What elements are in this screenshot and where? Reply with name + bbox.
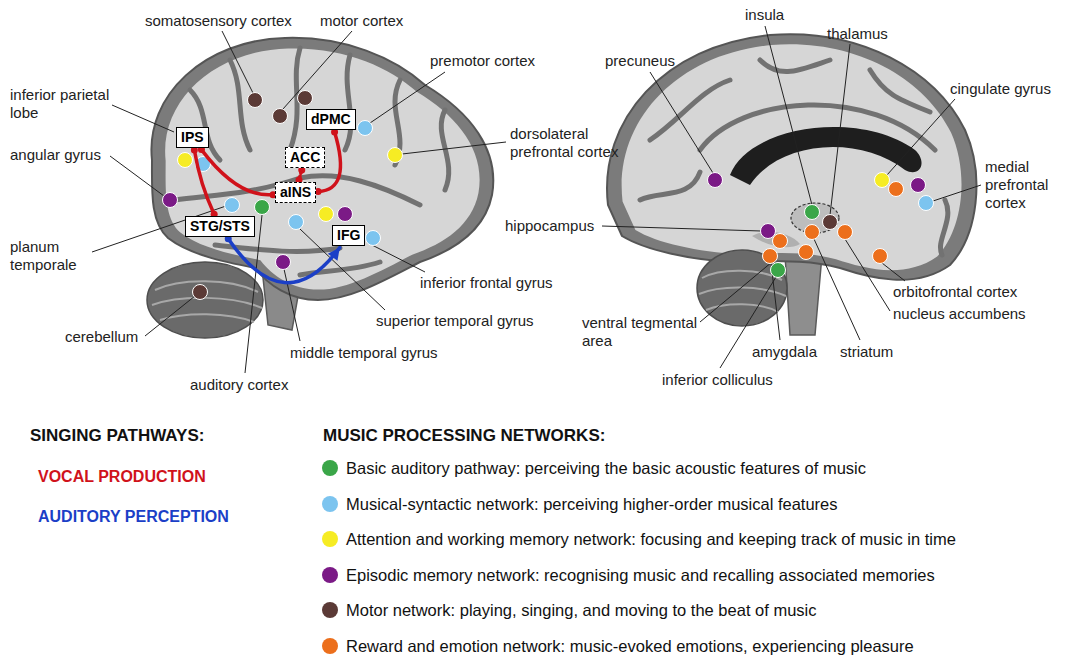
region-box: IFG	[332, 225, 365, 246]
cerebellum-folia	[152, 281, 262, 322]
region-label: ventral tegmental area	[582, 314, 714, 350]
legend-swatch	[322, 460, 338, 476]
corpus-callosum	[730, 127, 922, 185]
region-label: amygdala	[752, 343, 817, 361]
legend-text: Reward and emotion network: music-evoked…	[346, 636, 914, 656]
region-label: thalamus	[827, 25, 888, 43]
legend-swatch	[322, 567, 338, 583]
legend-text: Episodic memory network: recognising mus…	[346, 565, 935, 585]
box-label: STG/STS	[190, 218, 250, 235]
legend-swatch	[322, 531, 338, 547]
region-label: superior temporal gyrus	[376, 312, 534, 330]
region-label: middle temporal gyrus	[290, 344, 438, 362]
legend-swatch	[322, 496, 338, 512]
region-label: medial prefrontal cortex	[985, 158, 1065, 212]
box-label: ACC	[290, 149, 320, 166]
brainstem	[785, 255, 822, 335]
pathway-key: VOCAL PRODUCTION	[38, 468, 206, 486]
cerebrum-outline	[607, 34, 976, 280]
legend-swatch	[322, 602, 338, 618]
legend-text: Basic auditory pathway: perceiving the b…	[346, 458, 866, 478]
region-box: ACC	[285, 147, 325, 168]
region-label: orbitofrontal cortex	[893, 283, 1017, 301]
auditory-pathway	[228, 239, 340, 283]
region-label: inferior parietal lobe	[10, 86, 115, 122]
region-label: nucleus accumbens	[893, 305, 1026, 323]
region-label: cingulate gyrus	[950, 80, 1051, 98]
region-label: precuneus	[605, 52, 675, 70]
region-label: planum temporale	[10, 238, 90, 274]
cerebellum	[147, 262, 263, 338]
region-box: aINS	[275, 182, 316, 203]
region-label: insula	[745, 6, 784, 24]
sulci	[640, 60, 948, 255]
region-label: hippocampus	[505, 217, 594, 235]
legend-text: Attention and working memory network: fo…	[346, 529, 956, 549]
region-label: cerebellum	[65, 328, 138, 346]
region-label: inferior colliculus	[662, 371, 773, 389]
region-label: somatosensory cortex	[145, 12, 292, 30]
section-heading: MUSIC PROCESSING NETWORKS:	[323, 427, 605, 445]
network-dots	[163, 91, 934, 300]
box-label: IFG	[337, 227, 360, 244]
box-label: dPMC	[311, 111, 351, 128]
white-matter	[165, 48, 479, 289]
region-label: angular gyrus	[10, 146, 101, 164]
region-label: striatum	[840, 343, 893, 361]
region-label: premotor cortex	[430, 52, 535, 70]
region-box: dPMC	[306, 109, 356, 130]
pathway-key: AUDITORY PERCEPTION	[38, 508, 229, 526]
white-matter	[622, 44, 962, 270]
arrowhead	[328, 248, 340, 261]
legend-text: Motor network: playing, singing, and mov…	[346, 600, 817, 620]
section-heading: SINGING PATHWAYS:	[30, 427, 204, 445]
box-label: IPS	[181, 129, 204, 146]
region-label: auditory cortex	[190, 376, 288, 394]
region-label: dorsolateral prefrontal cortex	[510, 125, 645, 161]
vocal-pathway	[201, 150, 273, 195]
legend-text: Musical-syntactic network: perceiving hi…	[346, 494, 838, 514]
region-label: inferior frontal gyrus	[420, 274, 553, 292]
cerebrum-outline	[151, 38, 493, 300]
region-label: motor cortex	[320, 12, 403, 30]
legend-swatch	[322, 638, 338, 654]
region-box: IPS	[176, 127, 209, 148]
region-box: STG/STS	[185, 216, 255, 237]
box-label: aINS	[280, 184, 311, 201]
leader-lines	[92, 26, 981, 373]
